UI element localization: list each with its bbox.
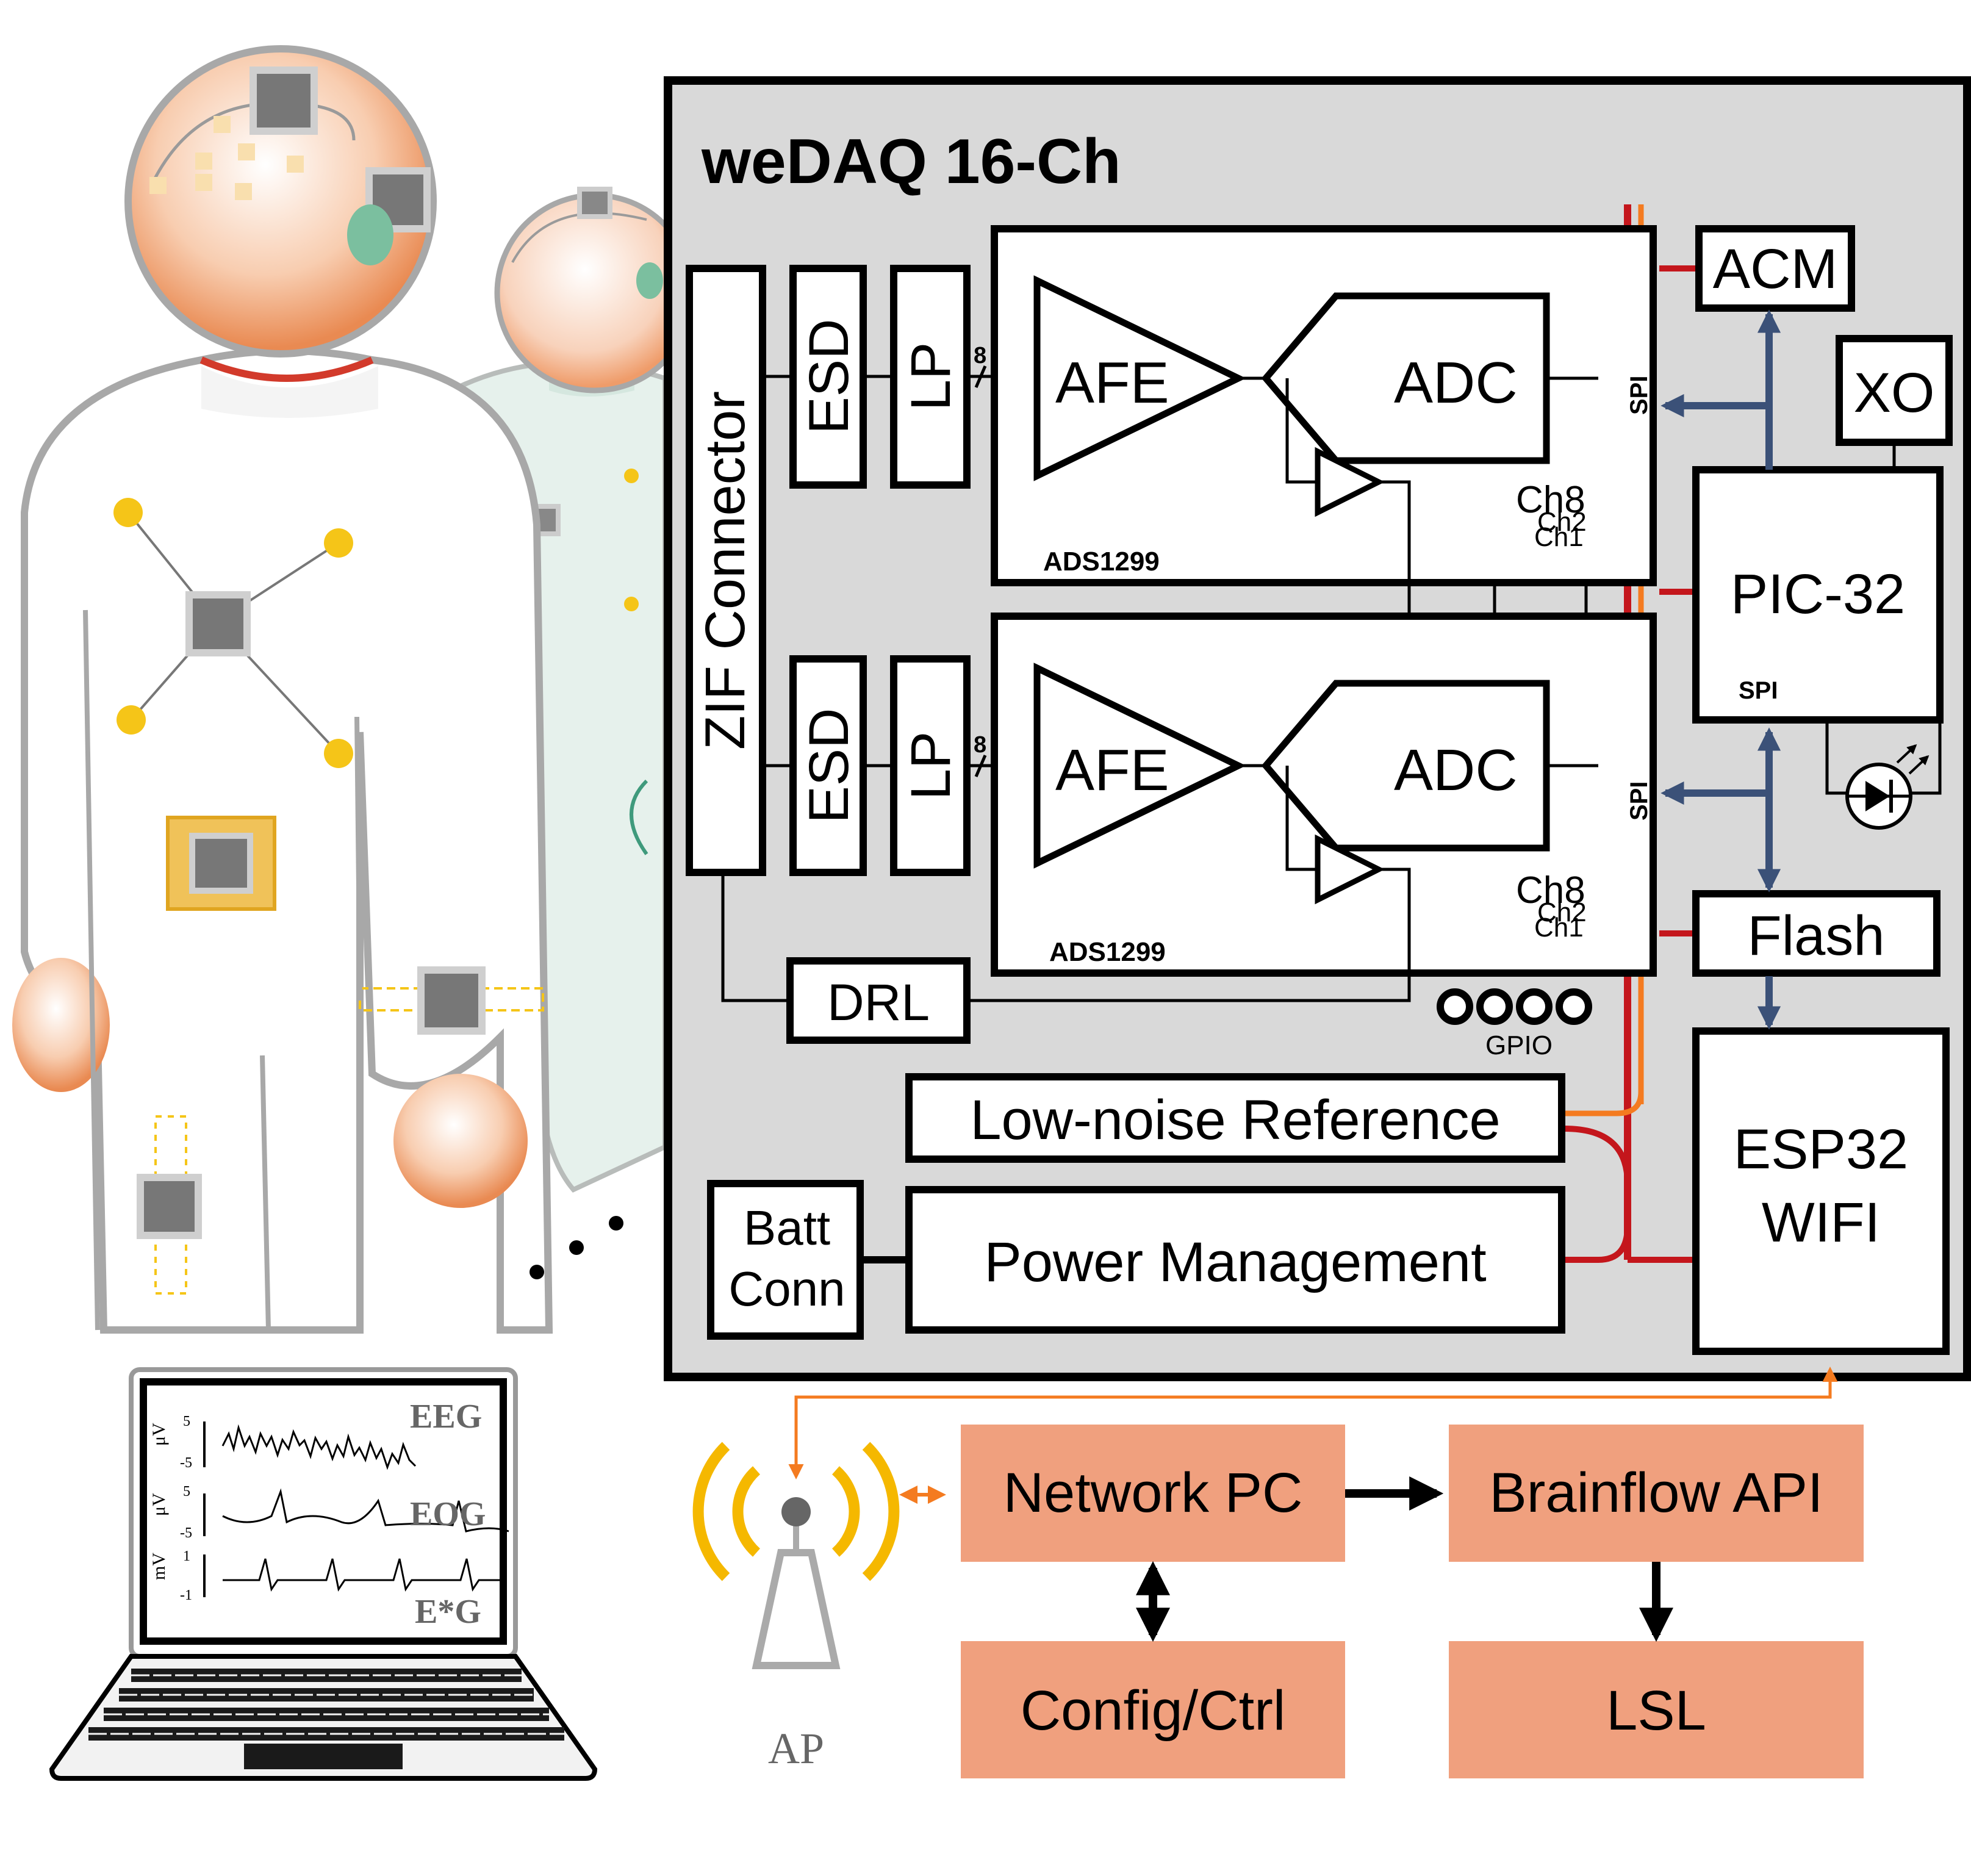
esd-label-bottom: ESD — [798, 708, 860, 823]
network-pc-label: Network PC — [1003, 1462, 1303, 1524]
spi-label-bottom: SPI — [1626, 782, 1653, 821]
spi-arrows — [1660, 309, 1781, 1030]
config-ctrl-label: Config/Ctrl — [1021, 1680, 1286, 1742]
eeg-label: EEG — [410, 1398, 482, 1436]
afe-label-top: AFE — [1055, 350, 1169, 415]
drl-block — [786, 957, 971, 1044]
low-noise-reference-label: Low-noise Reference — [970, 1089, 1500, 1151]
exg-label: E*G — [415, 1593, 481, 1631]
zif-connector-label: ZIF Connector — [694, 391, 756, 750]
ch1-label-top: Ch1 — [1534, 522, 1584, 552]
esd-block-bottom — [789, 655, 867, 876]
wireless-link-line — [788, 1367, 1838, 1479]
lp-label-top: LP — [900, 342, 962, 411]
gpio-label: GPIO — [1485, 1030, 1553, 1060]
batt-conn-label-line2: Conn — [728, 1262, 845, 1316]
zif-connector-block — [686, 265, 766, 876]
bus-width-top: 8 — [974, 343, 986, 368]
esp32-label-line2: WIFI — [1762, 1191, 1880, 1254]
bus-width-bottom: 8 — [974, 732, 986, 758]
eog-unit: μV — [149, 1493, 169, 1516]
wifi-sensor-icon — [185, 591, 251, 656]
wifi-sensor-icon — [250, 66, 318, 135]
acm-block — [1695, 225, 1855, 312]
lp-block-top — [890, 265, 971, 489]
wifi-sensor-icon — [189, 833, 253, 894]
flash-label: Flash — [1748, 905, 1885, 967]
network-pc-box — [961, 1425, 1345, 1562]
adc-label-top: ADC — [1394, 350, 1518, 415]
pic32-label: PIC-32 — [1731, 563, 1905, 625]
eeg-unit: μV — [149, 1423, 169, 1446]
eeg-tick-top: 5 — [183, 1414, 190, 1429]
pic32-spi-label: SPI — [1739, 677, 1778, 704]
ch8-label-bottom: Ch8 — [1516, 869, 1585, 911]
xo-label: XO — [1854, 362, 1935, 424]
flash-block — [1692, 890, 1940, 977]
brainflow-api-box — [1449, 1425, 1864, 1562]
wifi-sensor-icon — [137, 1174, 202, 1239]
ch8-label-top: Ch8 — [1516, 479, 1585, 521]
panel-title: weDAQ 16-Ch — [701, 126, 1121, 197]
power-management-block — [905, 1186, 1565, 1334]
config-ctrl-box — [961, 1641, 1345, 1778]
network-arrows — [1136, 1476, 1673, 1642]
exg-tick-bottom: -1 — [180, 1587, 192, 1603]
ads1299-top — [991, 225, 1657, 647]
exg-unit: mV — [149, 1553, 169, 1580]
person-front-figure — [12, 45, 553, 1334]
xo-block — [1836, 335, 1953, 446]
eog-tick-top: 5 — [183, 1484, 190, 1500]
gpio-pins — [1437, 988, 1592, 1025]
eog-label: EOG — [410, 1495, 486, 1533]
antenna-icon — [692, 1442, 900, 1669]
ch2-label-bottom: Ch2 — [1537, 897, 1587, 927]
batt-conn-label-line1: Batt — [744, 1201, 830, 1255]
esd-label-top: ESD — [798, 318, 860, 434]
acm-label: ACM — [1713, 238, 1837, 300]
chip-label-bottom: ADS1299 — [1049, 937, 1166, 967]
laptop-icon — [49, 1367, 598, 1781]
ads1299-bottom — [970, 613, 1657, 1002]
laptop-axis-labels: μV μV mV 5 -5 5 -5 1 -1 EEG EOG E*G — [149, 1398, 486, 1631]
lsl-label: LSL — [1606, 1680, 1706, 1742]
spi-label-top: SPI — [1626, 376, 1653, 415]
ch2-label-top: Ch2 — [1537, 507, 1587, 537]
esp32-block — [1692, 1027, 1950, 1355]
lp-label-bottom: LP — [900, 731, 962, 800]
wifi-sensor-icon — [417, 966, 486, 1035]
low-noise-reference-block — [905, 1073, 1565, 1163]
eog-tick-bottom: -5 — [180, 1525, 192, 1541]
eeg-tick-bottom: -5 — [180, 1455, 192, 1471]
esp32-label-line1: ESP32 — [1734, 1118, 1908, 1181]
adc-label-bottom: ADC — [1394, 738, 1518, 803]
pic32-block — [1692, 466, 1944, 724]
ap-label: AP — [768, 1724, 824, 1773]
ch1-label-bottom: Ch1 — [1534, 913, 1584, 943]
ellipsis-dots — [530, 1216, 623, 1279]
power-management-label: Power Management — [984, 1231, 1486, 1293]
lsl-box — [1449, 1641, 1864, 1778]
brainflow-api-label: Brainflow API — [1489, 1462, 1823, 1524]
exg-tick-top: 1 — [183, 1548, 190, 1564]
led-icon — [1825, 720, 1942, 830]
chip-label-top: ADS1299 — [1043, 547, 1160, 577]
afe-label-bottom: AFE — [1055, 738, 1169, 803]
drl-label: DRL — [827, 974, 930, 1031]
